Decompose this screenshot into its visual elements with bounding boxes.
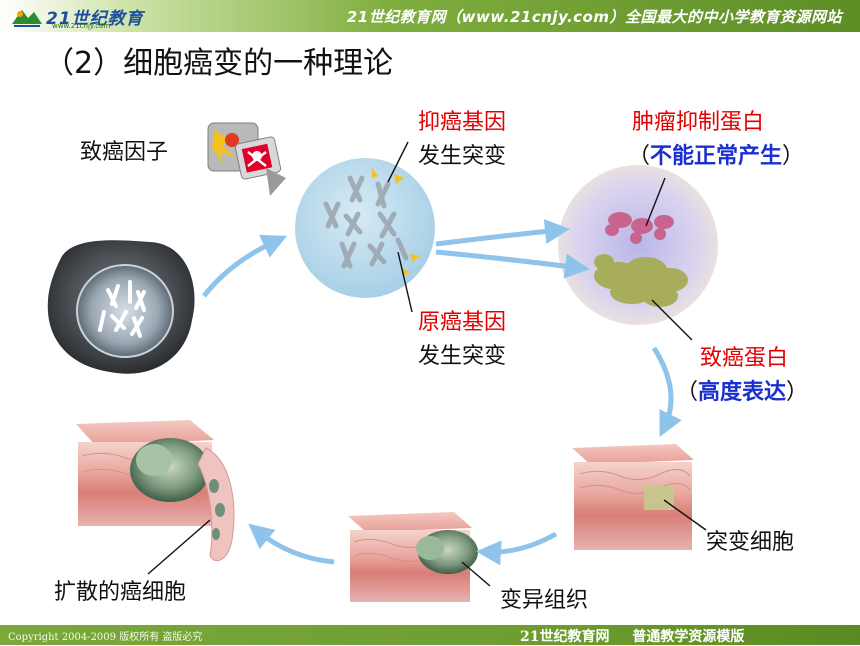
label-carcinogen: 致癌因子 [80, 140, 169, 165]
label-oncogene: 原癌基因 [418, 310, 507, 335]
label-suppressor-protein-note: （不能正常产生） [628, 144, 805, 169]
label-onco-protein-note: （高度表达） [676, 380, 809, 405]
footer-bar: Copyright 2004-2009 版权所有 盗版必究 21世纪教育网 普通… [0, 625, 860, 645]
chromosome-circle [295, 158, 435, 298]
label-mutant-cell: 突变细胞 [706, 530, 795, 555]
variant-tissue-block [348, 512, 478, 602]
label-oncogene-mutation: 发生突变 [418, 344, 507, 369]
footer-template-name: 普通教学资源模版 [632, 629, 745, 645]
pointer-lines [147, 141, 707, 587]
mutant-cell-tissue [572, 444, 694, 550]
carcinogen-icon [207, 122, 286, 196]
label-onco-protein: 致癌蛋白 [700, 346, 789, 371]
footer-site-name[interactable]: 21世纪教育网 [520, 629, 610, 645]
logo-mark-icon [12, 10, 42, 27]
label-variant-tissue: 变异组织 [500, 588, 589, 613]
protein-circle [558, 165, 718, 325]
label-suppressor-mutation: 发生突变 [418, 144, 507, 169]
label-suppressor-protein: 肿瘤抑制蛋白 [632, 110, 765, 135]
footer-site: 21世纪教育网 普通教学资源模版 [520, 626, 744, 646]
spread-cells-tissue [76, 420, 235, 562]
logo-subtext: www.21cnjy.com [52, 22, 111, 30]
cell-illustration [47, 240, 195, 374]
logo-text: 21世纪教育 [46, 9, 144, 29]
slide-title: （2）细胞癌变的一种理论 [44, 46, 394, 81]
label-suppressor-gene: 抑癌基因 [418, 110, 507, 135]
footer-copyright: Copyright 2004-2009 版权所有 盗版必究 [8, 632, 203, 643]
header-banner: 21世纪教育 www.21cnjy.com 21世纪教育网（www.21cnjy… [0, 0, 860, 32]
site-logo[interactable]: 21世纪教育 www.21cnjy.com [6, 2, 146, 30]
header-slogan: 21世纪教育网（www.21cnjy.com）全国最大的中小学教育资源网站 [346, 8, 842, 26]
cycle-arrows [202, 219, 682, 566]
label-spread-cells: 扩散的癌细胞 [54, 580, 187, 605]
